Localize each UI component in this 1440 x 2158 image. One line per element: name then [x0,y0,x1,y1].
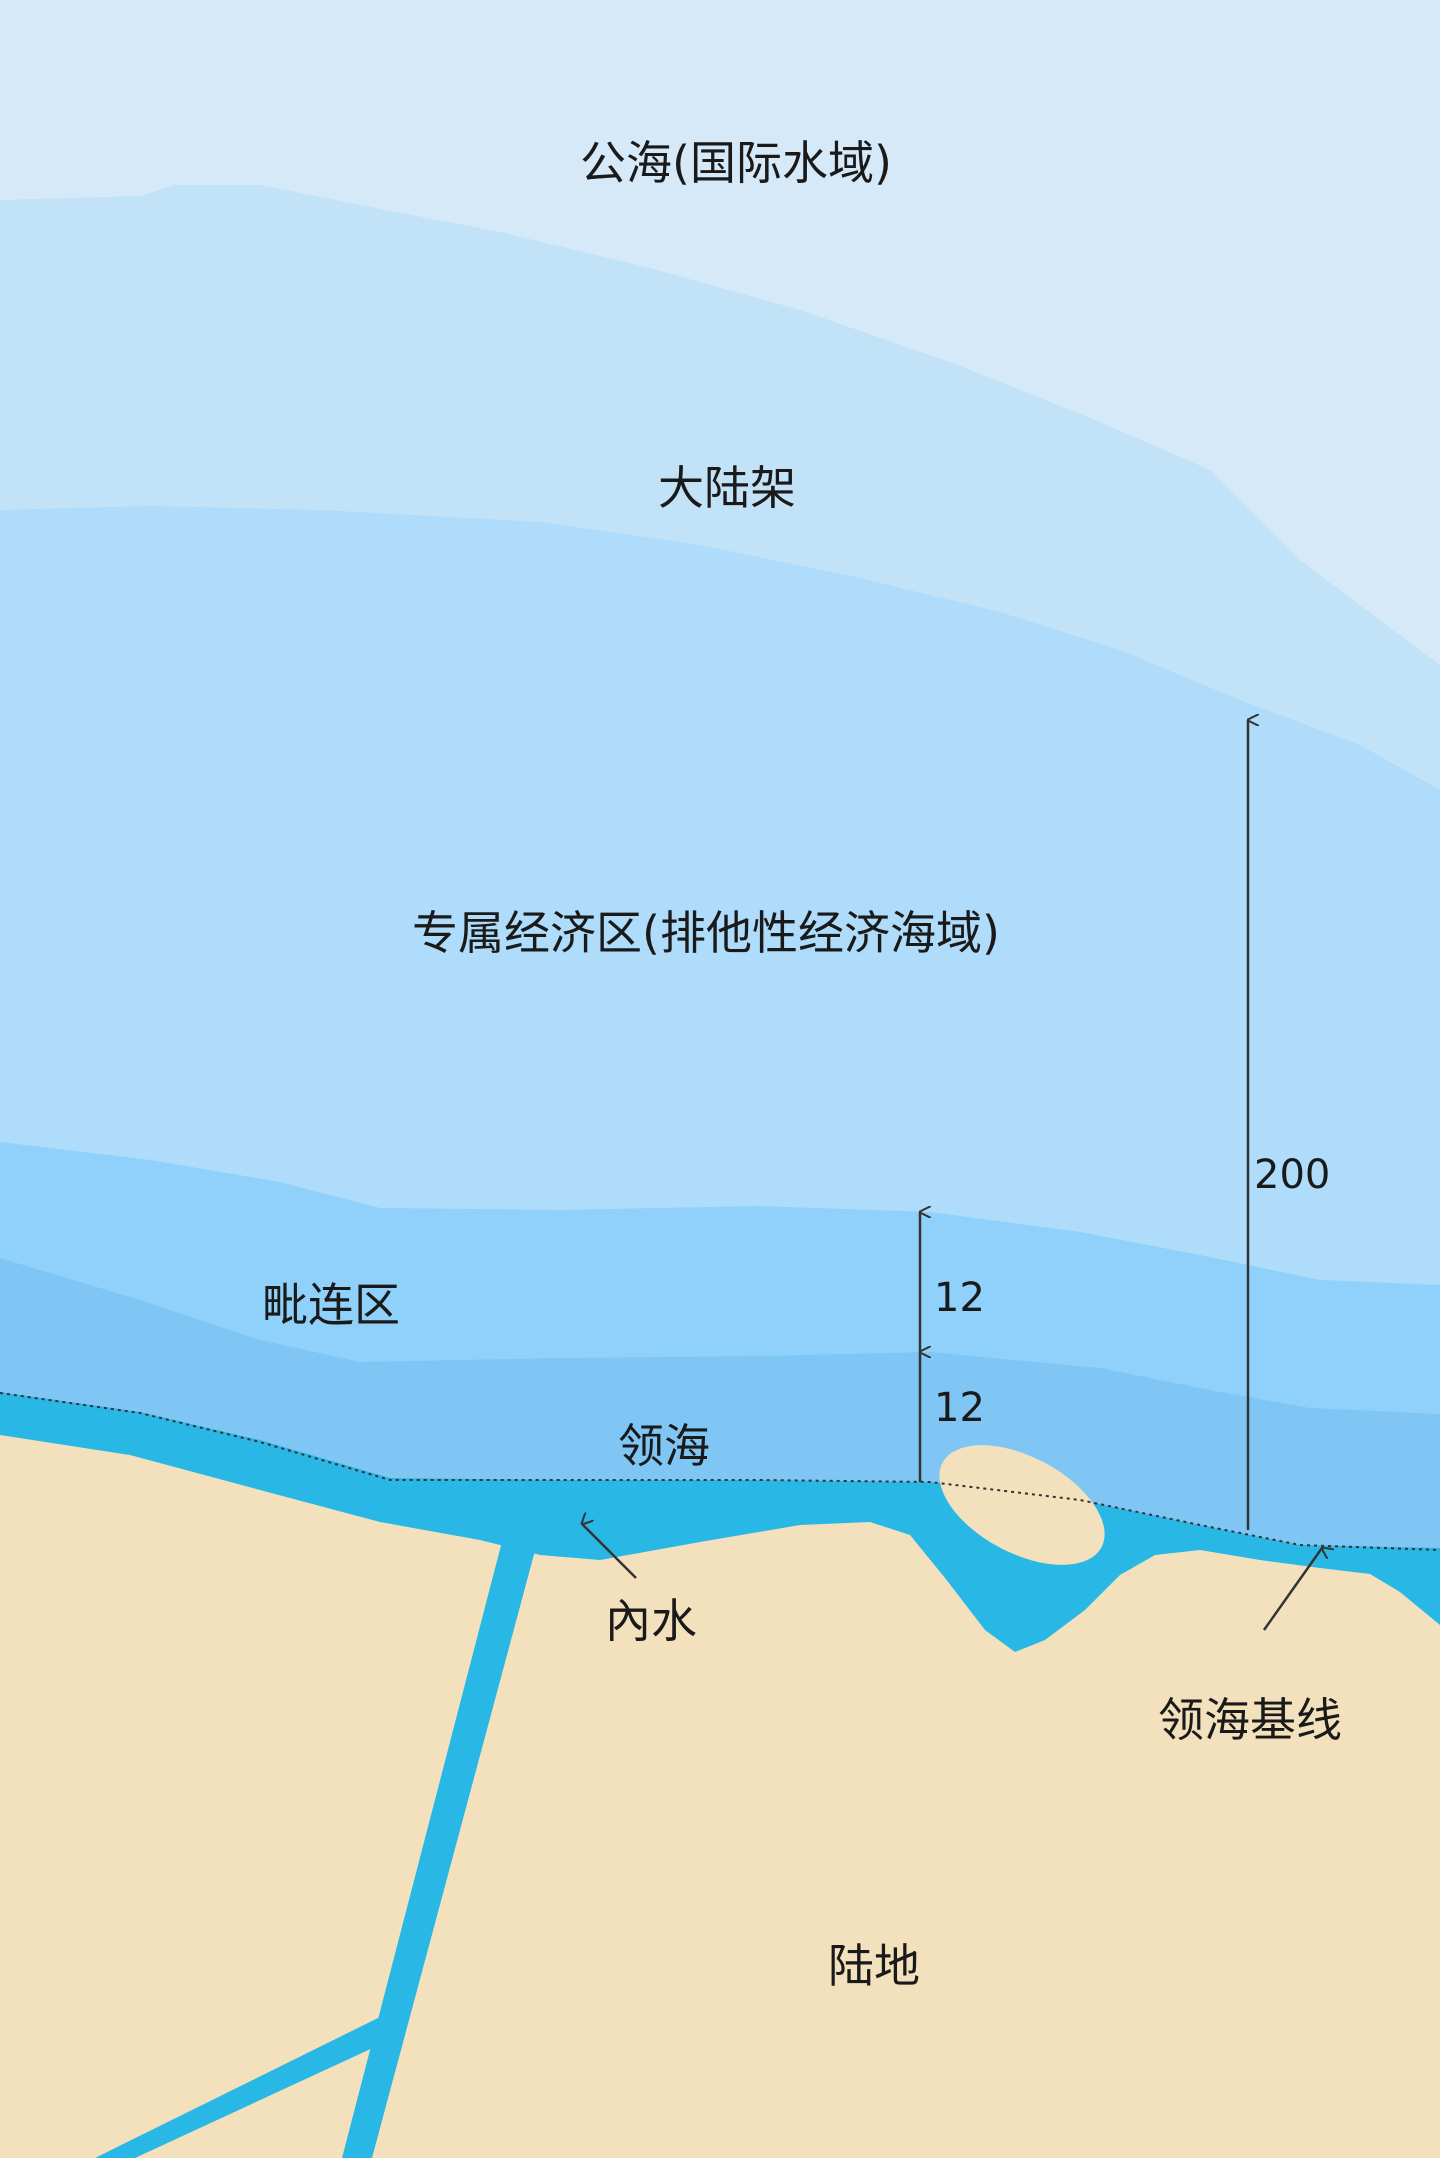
land-region [0,1435,1440,2158]
territorial-sea-label: 领海 [618,1419,710,1473]
high-seas-label: 公海(国际水域) [580,136,892,190]
distance-label-contiguous: 12 [934,1275,985,1321]
eez-label: 专属经济区(排他性经济海域) [412,906,1000,960]
river-tributary [95,2018,390,2158]
distance-label-200: 200 [1254,1152,1331,1198]
baseline-label: 领海基线 [1158,1693,1342,1747]
distance-label-territorial: 12 [934,1385,985,1431]
internal-waters-pointer [582,1524,637,1579]
baseline-pointer [1262,1548,1322,1631]
contiguous-zone-label: 毗连区 [262,1278,400,1332]
continental-shelf-label: 大陆架 [658,461,796,515]
island [939,1445,1105,1565]
land-label: 陆地 [828,1939,920,1993]
baseline-line [0,1392,1440,1551]
internal-waters-label: 內水 [605,1594,697,1648]
river-channel [342,1530,540,2158]
